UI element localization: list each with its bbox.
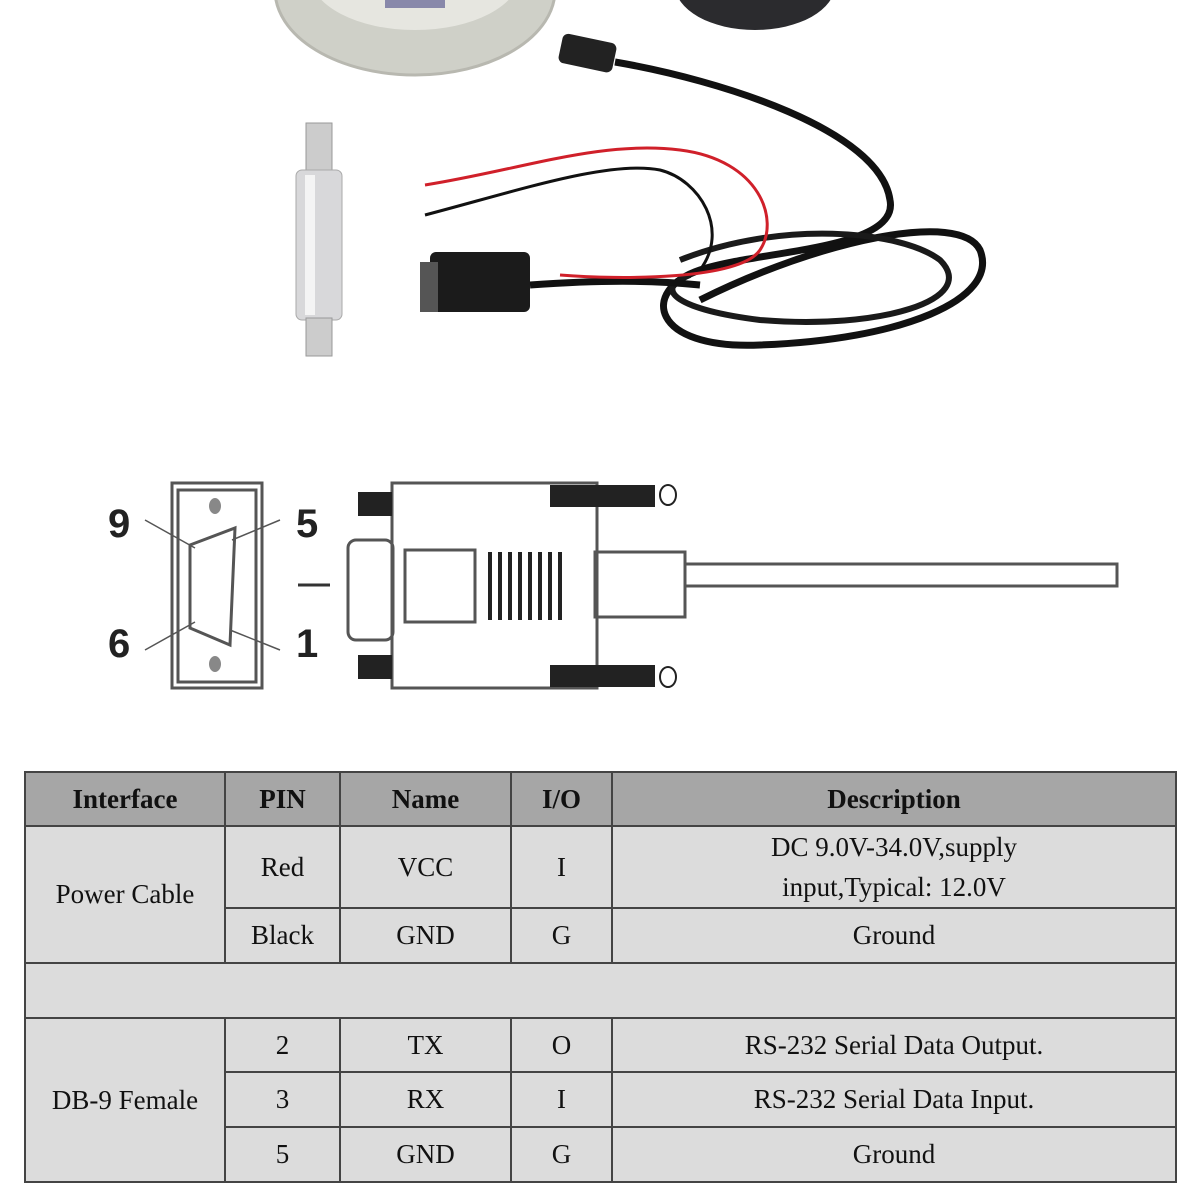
pin-label-9: 9 xyxy=(108,502,131,546)
pin-label-5: 5 xyxy=(296,502,319,546)
name-cell: GND xyxy=(339,1126,512,1183)
mounting-post xyxy=(295,122,343,357)
description-cell: RS-232 Serial Data Output. xyxy=(611,1017,1177,1073)
table-row: DB-9 Female 2 TX O RS-232 Serial Data Ou… xyxy=(24,1017,1177,1183)
table-row: Power Cable Red VCC I DC 9.0V-34.0V,supp… xyxy=(24,825,1177,964)
header-io: I/O xyxy=(510,771,613,827)
interface-cell: DB-9 Female xyxy=(24,1017,226,1183)
pin-label-6: 6 xyxy=(108,622,131,666)
name-cell: TX xyxy=(339,1017,512,1073)
product-photo xyxy=(274,0,986,357)
pin-cell: 5 xyxy=(224,1126,341,1183)
spacer-cell xyxy=(24,962,1177,1019)
header-name: Name xyxy=(339,771,512,827)
cable-assembly xyxy=(420,33,986,349)
description-cell: Ground xyxy=(611,1126,1177,1183)
table-row: 3 RX I RS-232 Serial Data Input. xyxy=(25,1071,1177,1128)
io-cell: G xyxy=(510,907,613,964)
table-header-row: Interface PIN Name I/O Description xyxy=(24,771,1177,827)
sensor-disc xyxy=(274,0,556,77)
io-cell: O xyxy=(510,1017,613,1073)
pin-cell: Red xyxy=(224,825,341,909)
description-cell: DC 9.0V-34.0V,supply input,Typical: 12.0… xyxy=(611,825,1177,909)
header-pin: PIN xyxy=(224,771,341,827)
header-interface: Interface xyxy=(24,771,226,827)
table-row: Black GND G Ground xyxy=(25,907,1177,964)
description-line: DC 9.0V-34.0V,supply xyxy=(770,832,1018,862)
name-cell: VCC xyxy=(339,825,512,909)
description-cell: RS-232 Serial Data Input. xyxy=(611,1071,1177,1128)
spacer-row xyxy=(24,962,1177,1019)
description-line: input,Typical: 12.0V xyxy=(782,872,1006,902)
table-row: 5 GND G Ground xyxy=(25,1126,1177,1183)
pinout-table: Interface PIN Name I/O Description Power… xyxy=(24,771,1177,1183)
pin-cell: 3 xyxy=(224,1071,341,1128)
pin-label-1: 1 xyxy=(296,622,319,666)
name-cell: RX xyxy=(339,1071,512,1128)
pin-cell: 2 xyxy=(224,1017,341,1073)
io-cell: G xyxy=(510,1126,613,1183)
pin-cell: Black xyxy=(224,907,341,964)
description-cell: Ground xyxy=(611,907,1177,964)
magnetic-base xyxy=(679,0,831,30)
name-cell: GND xyxy=(339,907,512,964)
interface-cell: Power Cable xyxy=(24,825,226,964)
header-description: Description xyxy=(611,771,1177,827)
io-cell: I xyxy=(510,825,613,909)
io-cell: I xyxy=(510,1071,613,1128)
